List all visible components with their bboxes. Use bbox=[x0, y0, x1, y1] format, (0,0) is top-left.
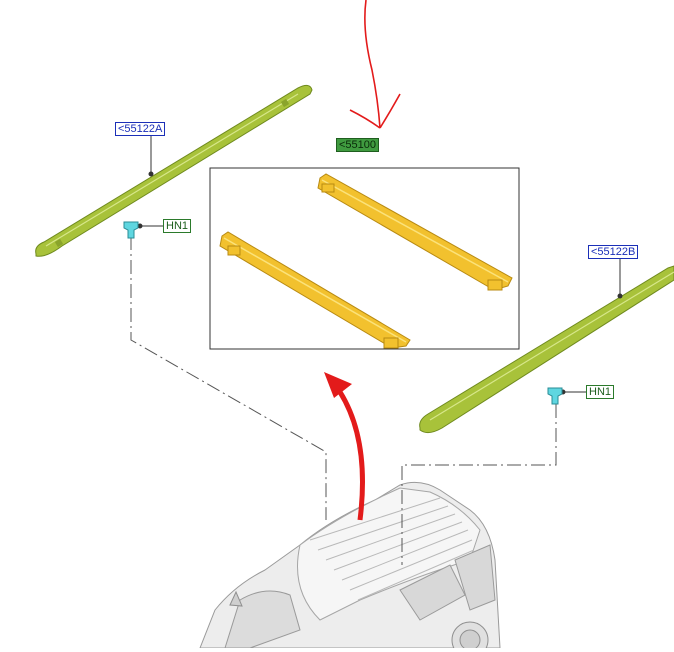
cross-bar-upper bbox=[317, 173, 513, 291]
vehicle-illustration bbox=[199, 481, 501, 652]
part-label-cross-bar-kit: <55100 bbox=[336, 138, 380, 152]
part-label-roof-rail-left: <55122A bbox=[115, 122, 166, 136]
push-clip-icon bbox=[547, 387, 563, 405]
part-label-roof-rail-right: <55122B bbox=[588, 245, 639, 259]
roof-rail-left bbox=[35, 84, 313, 257]
cross-bar-lower bbox=[219, 231, 411, 349]
part-label-fastener-right: HN1 bbox=[586, 385, 615, 399]
leader-lines bbox=[130, 236, 557, 565]
red-down-arrow-icon bbox=[349, 0, 401, 129]
part-label-fastener-left: HN1 bbox=[163, 219, 192, 233]
red-up-curved-arrow-icon bbox=[324, 372, 365, 521]
push-clip-icon bbox=[123, 221, 139, 239]
roof-rail-right bbox=[419, 265, 674, 434]
